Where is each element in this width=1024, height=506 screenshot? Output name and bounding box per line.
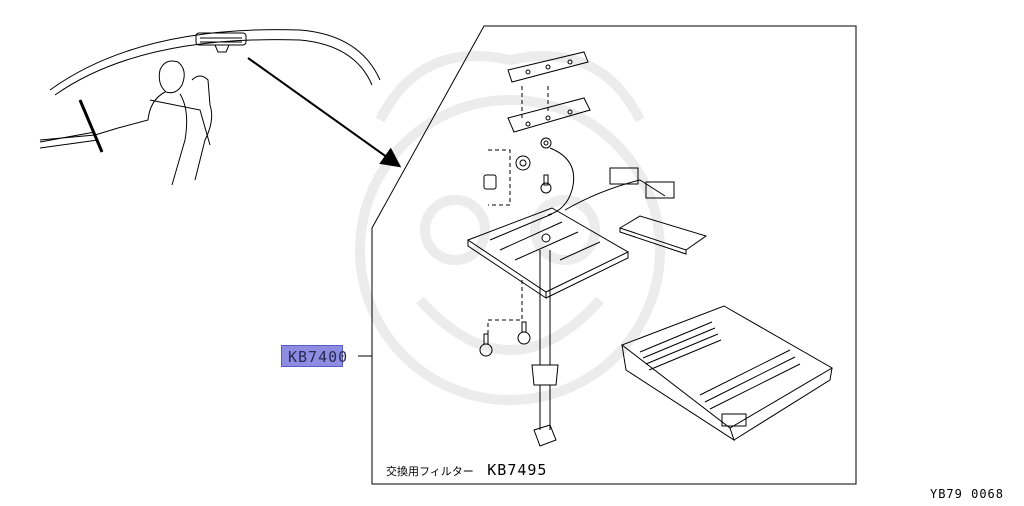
pointer-arrow xyxy=(247,57,402,168)
exploded-parts xyxy=(466,51,833,447)
filter-part-code[interactable]: KB7495 xyxy=(487,461,548,479)
filter-caption-text: 交換用フィルター xyxy=(386,465,474,478)
watermark xyxy=(355,51,665,405)
car-interior-sketch xyxy=(39,29,381,186)
figure-code: YB79 0068 xyxy=(929,487,1004,501)
detail-frame xyxy=(371,25,857,485)
filter-caption: 交換用フィルター KB7495 xyxy=(386,460,547,480)
part-code-label[interactable]: KB7400 xyxy=(281,345,347,367)
